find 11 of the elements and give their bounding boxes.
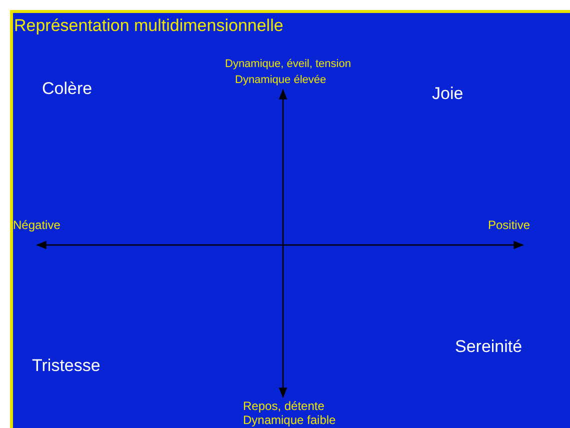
axis-label: Dynamique faible [243, 414, 336, 426]
quadrant-label: Tristesse [32, 357, 100, 374]
axis-label: Positive [488, 219, 530, 231]
quadrant-label: Joie [432, 85, 464, 102]
quadrant-label: Colère [42, 80, 92, 97]
quadrant-label: Sereinité [455, 338, 522, 355]
axis-label: Dynamique élevée [235, 75, 326, 86]
axis-label: Repos, détente [243, 400, 324, 412]
axis-label: Négative [13, 219, 60, 231]
axis-label: Dynamique, éveil, tension [225, 59, 351, 70]
slide-title: Représentation multidimensionnelle [14, 17, 284, 34]
